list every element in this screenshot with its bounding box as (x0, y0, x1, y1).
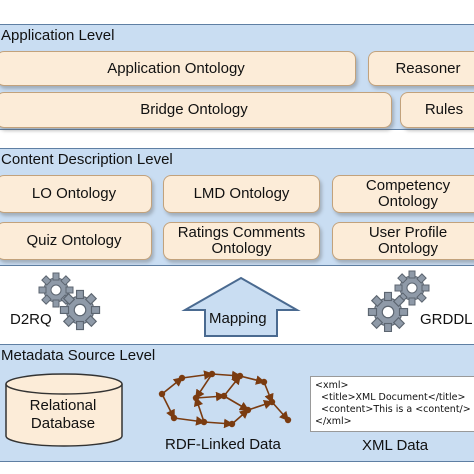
ratings-comments-ontology-box: Ratings Comments Ontology (163, 222, 320, 260)
relational-database-label: Relational Database (8, 397, 118, 433)
user-profile-ontology-line-2: Ontology (377, 240, 439, 257)
xml-line-2: <title>XML Document</title> (315, 392, 466, 403)
application-level-title: Application Level (1, 27, 115, 44)
rules-box: Rules (400, 92, 474, 128)
rdf-linked-data-graph (158, 370, 292, 429)
competency-ontology-box: Competency Ontology (332, 175, 474, 213)
relational-database-line-2: Database (30, 415, 96, 432)
competency-ontology-line-1: Competency (365, 177, 451, 194)
d2rq-gears-icon (38, 272, 101, 331)
xml-line-4: </xml> (315, 416, 352, 427)
mapping-label: Mapping (209, 310, 267, 327)
metadata-source-level-title: Metadata Source Level (1, 347, 156, 364)
lmd-ontology-box: LMD Ontology (163, 175, 320, 213)
user-profile-ontology-box: User Profile Ontology (332, 222, 474, 260)
bridge-ontology-box: Bridge Ontology (0, 92, 392, 128)
xml-document-box: <xml> <title>XML Document</title> <conte… (310, 376, 474, 432)
reasoner-box: Reasoner (368, 51, 474, 86)
content-description-level-title: Content Description Level (1, 151, 173, 168)
ratings-ontology-line-2: Ontology (211, 240, 272, 257)
xml-line-1: <xml> (315, 380, 349, 391)
ratings-ontology-line-1: Ratings Comments (177, 224, 306, 241)
grddl-label: GRDDL (420, 311, 473, 328)
d2rq-label: D2RQ (10, 311, 52, 328)
xml-data-caption: XML Data (362, 437, 429, 454)
quiz-ontology-box: Quiz Ontology (0, 222, 152, 260)
xml-line-3: <content>This is a <content/> (315, 404, 471, 415)
competency-ontology-line-2: Ontology (377, 193, 439, 210)
mapping-arrow (181, 276, 301, 337)
grddl-gears-icon (367, 270, 430, 332)
relational-database-icon (5, 373, 123, 447)
relational-database-line-1: Relational (29, 397, 97, 414)
user-profile-ontology-line-1: User Profile (368, 224, 448, 241)
rdf-linked-data-caption: RDF-Linked Data (165, 436, 281, 453)
application-ontology-box: Application Ontology (0, 51, 356, 86)
lo-ontology-box: LO Ontology (0, 175, 152, 213)
